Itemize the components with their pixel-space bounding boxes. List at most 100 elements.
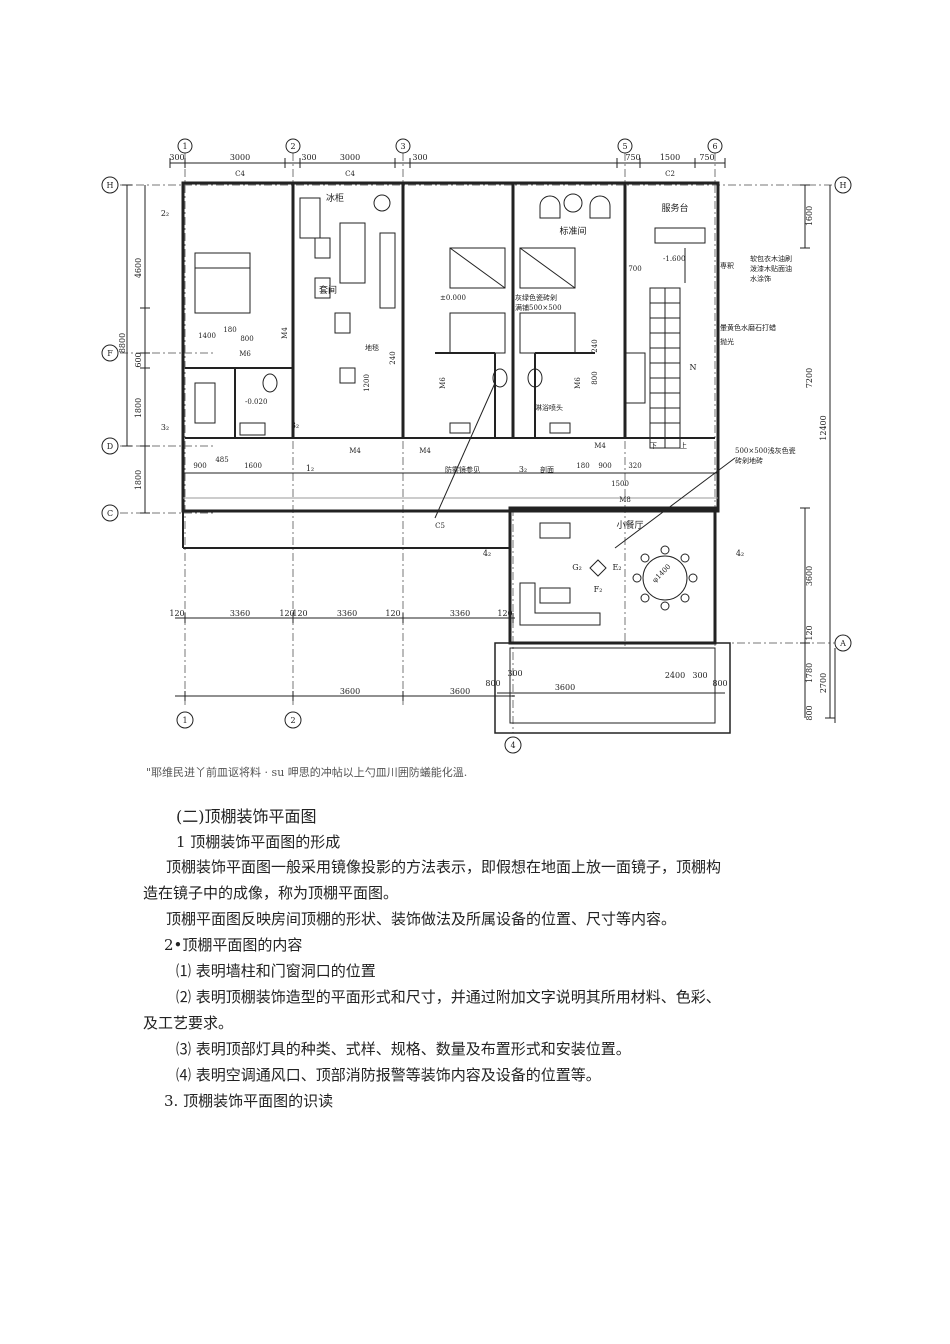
door-label: M4 (419, 447, 431, 455)
paragraph-2: 顶棚平面图反映房间顶棚的形状、装饰做法及所属设备的位置、尺寸等内容。 (166, 910, 677, 928)
dim-balcony: 800 (485, 679, 500, 688)
dim-small: 180 (576, 462, 589, 470)
dim-top: 750 (699, 153, 714, 162)
note: 抛光 (720, 337, 734, 346)
note: 灰绿色瓷砖剁 (515, 293, 557, 302)
detail-mark: 1₂ (306, 464, 314, 473)
axis-top-6: 6 (712, 142, 717, 151)
section-heading: (二)顶棚装饰平面图 (176, 807, 317, 826)
dim-right: 800 (805, 705, 814, 720)
door-label: M4 (349, 447, 361, 455)
list-item-2-line-2: 及工艺要求。 (143, 1014, 234, 1032)
note: 地毯 (365, 343, 379, 352)
note: 500×500浅灰色瓷 (735, 446, 796, 455)
dim-small: 485 (215, 456, 228, 464)
subheading-3: 3. 顶棚装饰平面图的识读 (164, 1092, 334, 1110)
dim-top: 1500 (660, 153, 680, 162)
note: 淋浴喷头 (535, 403, 563, 412)
detail-mark: 2₂ (161, 209, 169, 218)
axis-bottom-2: 2 (290, 716, 295, 725)
room-label-service-desk: 服务台 (661, 202, 688, 214)
dim-small: 800 (240, 335, 253, 343)
dim-bottom: 120 (279, 609, 294, 618)
window-label: C2 (665, 170, 675, 178)
subheading-2: 2•顶棚平面图的内容 (164, 936, 303, 954)
door-label: M4 (594, 442, 606, 450)
room-label-fridge: 冰柜 (326, 192, 344, 204)
detail-mark: 4₂ (483, 549, 491, 558)
door-label: M8 (619, 496, 631, 504)
dim-balcony: 2400 (665, 671, 685, 680)
dim-small: 180 (223, 326, 236, 334)
dim-small: 800 (591, 371, 599, 384)
dim-balcony: 300 (692, 671, 707, 680)
window-label: C5 (435, 522, 445, 530)
note: -0.020 (245, 398, 267, 406)
axis-top-1: 1 (182, 142, 187, 151)
window-label: C4 (345, 170, 355, 178)
axis-top-5: 5 (622, 142, 627, 151)
dim-small: 1600 (244, 462, 262, 470)
dim-right: 12400 (819, 415, 828, 440)
door-label: M6 (239, 350, 251, 358)
note: φ1400 (651, 563, 673, 585)
dim-bottom: 120 (497, 609, 512, 618)
figure-caption: "耶维民进丫前皿讴将料 · su 呷思的冲帖以上勺皿川囲防蟻能化溫. (146, 766, 468, 779)
door-label: M4 (281, 327, 289, 339)
detail-mark: F₂ (594, 585, 603, 594)
dim-top: 300 (169, 153, 184, 162)
dim-right: 3600 (805, 566, 814, 586)
dim-small: 700 (628, 265, 641, 273)
dim-left: 1800 (134, 470, 143, 490)
detail-mark: 3₂ (291, 421, 299, 430)
note: 剖面 (540, 465, 554, 474)
dim-left: 8800 (118, 333, 127, 353)
dim-small: 240 (591, 339, 599, 352)
dim-small: 320 (628, 462, 641, 470)
dim-right: 1780 (805, 663, 814, 683)
note: -1.600 (663, 255, 685, 263)
dim-top: 300 (301, 153, 316, 162)
floor-plan-drawing: 1 2 3 5 6 1 2 4 H F D C H A 300 3000 300… (101, 138, 852, 754)
note: 水涂饰 (750, 274, 771, 283)
note: 防雾镜参见 (445, 465, 480, 474)
dim-right: 1600 (805, 206, 814, 226)
dim-right: 7200 (805, 368, 814, 388)
dim-small: 900 (193, 462, 206, 470)
axis-left-h: H (107, 181, 114, 190)
dim-bottom: 120 (292, 609, 307, 618)
note: 软包衣木油刷 (750, 254, 792, 263)
window-label: C4 (235, 170, 245, 178)
dim-right: 2700 (819, 673, 828, 693)
dim-small: 1500 (611, 480, 629, 488)
paragraph-1-line-1: 顶棚装饰平面图一般采用镜像投影的方法表示，即假想在地面上放一面镜子，顶棚构 (166, 858, 722, 876)
axis-right-a: A (839, 639, 846, 648)
dim-small: 900 (598, 462, 611, 470)
note: 砖剁地砖 (735, 456, 763, 465)
dim-balcony: 800 (712, 679, 727, 688)
dim-bottom: 3360 (337, 609, 357, 618)
detail-mark: 3₂ (161, 423, 169, 432)
list-item-3: ⑶ 表明顶部灯具的种类、式样、规格、数量及布置形式和安装位置。 (176, 1040, 631, 1058)
room-label-suite: 套间 (319, 284, 337, 296)
room-label-standard: 标准间 (559, 225, 586, 237)
note: 専釈 (720, 261, 734, 270)
list-item-1: ⑴ 表明墙柱和门窗洞口的位置 (176, 962, 376, 980)
dim-bottom: 3600 (340, 687, 360, 696)
dim-bottom: 120 (169, 609, 184, 618)
room-label-dining: 小餐厅 (616, 519, 643, 531)
detail-mark: N (690, 363, 697, 372)
door-label: M6 (574, 377, 582, 389)
dim-left: 600 (134, 352, 143, 367)
dim-bottom: 3360 (450, 609, 470, 618)
axis-left-f: F (107, 349, 113, 358)
axis-right-h: H (840, 181, 847, 190)
list-item-2-line-1: ⑵ 表明顶棚装饰造型的平面形式和尺寸，并通过附加文字说明其所用材料、色彩、 (176, 988, 721, 1006)
list-item-4: ⑷ 表明空调通风口、顶部消防报警等装饰内容及设备的位置等。 (176, 1066, 601, 1084)
note: 满铺500×500 (515, 303, 562, 312)
note: 上 (680, 441, 687, 450)
dim-bottom: 120 (385, 609, 400, 618)
paragraph-1-line-2: 造在镜子中的成像，称为顶棚平面图。 (143, 884, 399, 902)
door-label: M6 (439, 377, 447, 389)
dim-top: 300 (412, 153, 427, 162)
